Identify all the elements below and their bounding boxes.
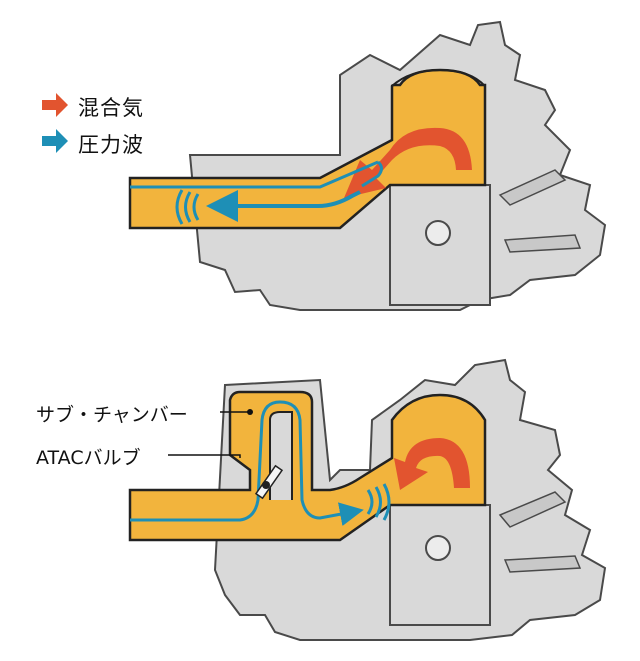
atac-valve [254, 464, 284, 500]
bottom-wave-arc-3 [382, 483, 391, 521]
top-wave-arc-3 [175, 189, 184, 225]
top-exhaust-detail [498, 169, 582, 253]
sub-chamber-label: サブ・チャンバー [36, 404, 188, 426]
legend-mixture-label: 混合気 [78, 96, 144, 120]
top-combustion-chamber [391, 68, 486, 110]
bottom-cylinder-block [389, 504, 491, 626]
pressure-wave-legend-arrow-icon [42, 129, 68, 153]
top-piston-pin [425, 220, 451, 246]
sub-chamber-wall [269, 411, 293, 500]
bottom-wave-arc-2 [374, 486, 382, 518]
top-pressure-wave-loop [361, 160, 383, 188]
top-mixture-arrow [344, 127, 472, 198]
bottom-intake-port [128, 390, 487, 542]
bottom-exhaust-detail [498, 491, 582, 573]
bottom-pressure-wave-line [130, 400, 364, 527]
atac-valve-leader-line [168, 454, 241, 458]
bottom-piston-pin [425, 535, 451, 561]
top-wave-arc-1 [192, 193, 200, 221]
top-engine-diagram [128, 20, 607, 311]
top-wave-arc-2 [184, 191, 192, 223]
atac-valve-label: ATACバルブ [36, 447, 141, 469]
sub-chamber-leader-dot [247, 409, 253, 415]
mixture-legend-arrow-icon [42, 93, 68, 117]
legend-pressure-wave-label: 圧力波 [78, 133, 144, 157]
top-pressure-wave-top-line [130, 160, 379, 189]
bottom-mixture-arrow [394, 438, 470, 490]
bottom-wave-arc-1 [366, 489, 374, 515]
bottom-engine-diagram [128, 358, 607, 641]
top-pressure-wave-line [206, 190, 361, 222]
